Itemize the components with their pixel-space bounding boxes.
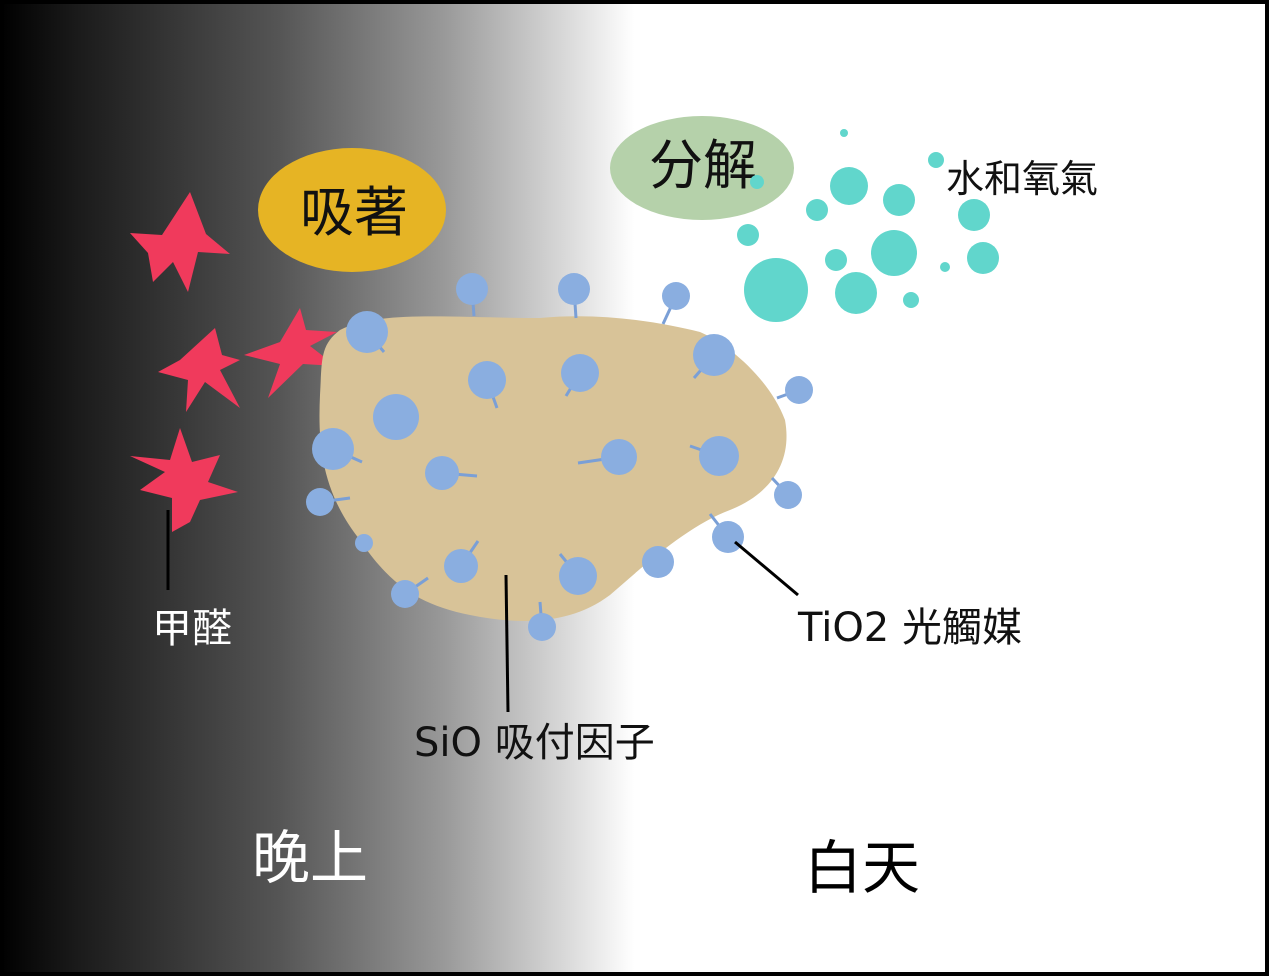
tio2-bead [642, 546, 674, 578]
tio2-bead [306, 488, 334, 516]
water-oxygen-bubble [883, 184, 915, 216]
water-oxygen-bubble [871, 230, 917, 276]
tio2-bead [774, 481, 802, 509]
water-oxygen-bubble [744, 258, 808, 322]
tio2-bead [456, 273, 488, 305]
tio2-bead [373, 394, 419, 440]
tio2-bead [559, 557, 597, 595]
tio2-bead [699, 436, 739, 476]
water-oxygen-bubbles [737, 129, 999, 322]
water-oxygen-bubble [825, 249, 847, 271]
decompose-bubble [610, 116, 794, 220]
tio2-beads [306, 273, 813, 641]
adsorb-label: 吸著 [300, 181, 408, 244]
formaldehyde-star [130, 192, 230, 292]
tio2-bead [558, 273, 590, 305]
water-oxygen-bubble [967, 242, 999, 274]
tio2-bead [662, 282, 690, 310]
tio2-bead [346, 311, 388, 353]
tio2-pointer-line [734, 540, 799, 597]
water-oxygen-bubble [806, 199, 828, 221]
formaldehyde-star [130, 428, 238, 532]
water-oxygen-bubble [840, 129, 848, 137]
sio-pointer-line [504, 574, 510, 713]
tio2-bead [444, 549, 478, 583]
water-oxygen-label: 水和氧氣 [946, 157, 1098, 201]
water-oxygen-bubble [928, 152, 944, 168]
tio2-bead [468, 361, 506, 399]
tio2-bead [425, 456, 459, 490]
water-oxygen-bubble [958, 199, 990, 231]
tio2-bead [312, 428, 354, 470]
day-label: 白天 [804, 834, 920, 902]
tio2-bead [561, 354, 599, 392]
formaldehyde-label: 甲醛 [152, 606, 232, 652]
sio-label: SiO 吸付因子 [414, 720, 655, 766]
water-oxygen-bubble [903, 292, 919, 308]
water-oxygen-bubble [940, 262, 950, 272]
water-oxygen-bubble [835, 272, 877, 314]
decompose-label: 分解 [649, 134, 757, 197]
tio2-label: TiO2 光觸媒 [797, 605, 1022, 651]
tio2-bead [528, 613, 556, 641]
adsorb-bubble [258, 148, 446, 272]
formaldehyde-star [244, 308, 337, 398]
tio2-bead [712, 521, 744, 553]
tio2-bead [693, 334, 735, 376]
formaldehyde-molecules [130, 192, 337, 532]
tio2-bead [355, 534, 373, 552]
night-label: 晚上 [252, 824, 368, 892]
water-oxygen-bubble [750, 175, 764, 189]
water-oxygen-bubble [737, 224, 759, 246]
formaldehyde-star [158, 328, 240, 412]
tio2-bead [785, 376, 813, 404]
tio2-bead [601, 439, 637, 475]
tio2-bead [391, 580, 419, 608]
sio-particle [319, 316, 787, 621]
water-oxygen-bubble [830, 167, 868, 205]
